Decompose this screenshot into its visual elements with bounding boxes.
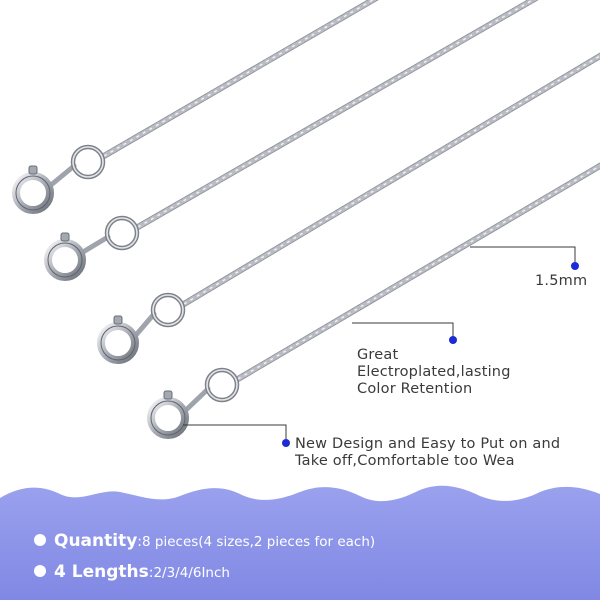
chain-1 (12, 0, 379, 214)
clasp-lever (60, 232, 70, 242)
spring-clasp-edge (150, 400, 186, 436)
spring-clasp-edge (15, 175, 51, 211)
chain-group (12, 0, 600, 439)
quantity-label: Quantity (54, 531, 138, 551)
clasp-connector (48, 163, 77, 188)
bullet-icon (34, 533, 46, 546)
design-leader-line (183, 424, 287, 441)
chain-links (135, 0, 538, 230)
jump-ring-highlight (206, 369, 238, 401)
plating-line-2: Color Retention (357, 381, 473, 397)
jump-ring-highlight (106, 217, 138, 249)
colon: : (148, 565, 154, 581)
clasp-connector (183, 386, 211, 413)
chain-4 (147, 162, 600, 439)
plating-callout-dot (449, 336, 457, 344)
spring-clasp-edge (100, 325, 136, 361)
jump-ring-highlight (72, 146, 104, 178)
lengths-spec: 4 Lengths:2/3/4/6Inch (34, 562, 230, 582)
clasp-connector (133, 311, 157, 338)
size-leader-line (470, 246, 576, 264)
plating-leader-line (352, 322, 454, 338)
lengths-value: 2/3/4/6Inch (153, 565, 230, 581)
chain-links (101, 0, 378, 159)
jump-ring-highlight (152, 294, 184, 326)
design-callout-text: New Design and Easy to Put on and Take o… (295, 436, 565, 470)
clasp-lever (28, 165, 38, 175)
quantity-spec: Quantity:8 pieces(4 sizes,2 pieces for e… (34, 531, 375, 551)
size-callout-dot (571, 262, 579, 270)
size-callout-text: 1.5mm (535, 273, 588, 289)
design-line-1: New Design and Easy to Put on and (295, 436, 561, 452)
colon: : (137, 534, 143, 550)
chain-3 (97, 52, 600, 364)
chain-2 (44, 0, 539, 281)
lengths-label: 4 Lengths (54, 562, 149, 582)
design-line-2: Take off,Comfortable too Wea (295, 453, 515, 469)
chain-links (235, 163, 600, 382)
chain-highlight (183, 55, 600, 305)
clasp-lever (163, 390, 173, 400)
spring-clasp-edge (47, 242, 83, 278)
quantity-value: 8 pieces(4 sizes,2 pieces for each) (142, 534, 376, 550)
bullet-icon (34, 564, 46, 577)
plating-callout-text: Great Electroplated,lasting Color Retent… (357, 347, 547, 398)
design-callout-dot (282, 439, 290, 447)
chain-highlight (103, 0, 375, 157)
callout-lines (183, 246, 576, 441)
clasp-connector (80, 234, 111, 255)
wave-banner (0, 485, 600, 600)
clasp-lever (113, 315, 123, 325)
plating-line-1: Great Electroplated,lasting (357, 347, 511, 380)
